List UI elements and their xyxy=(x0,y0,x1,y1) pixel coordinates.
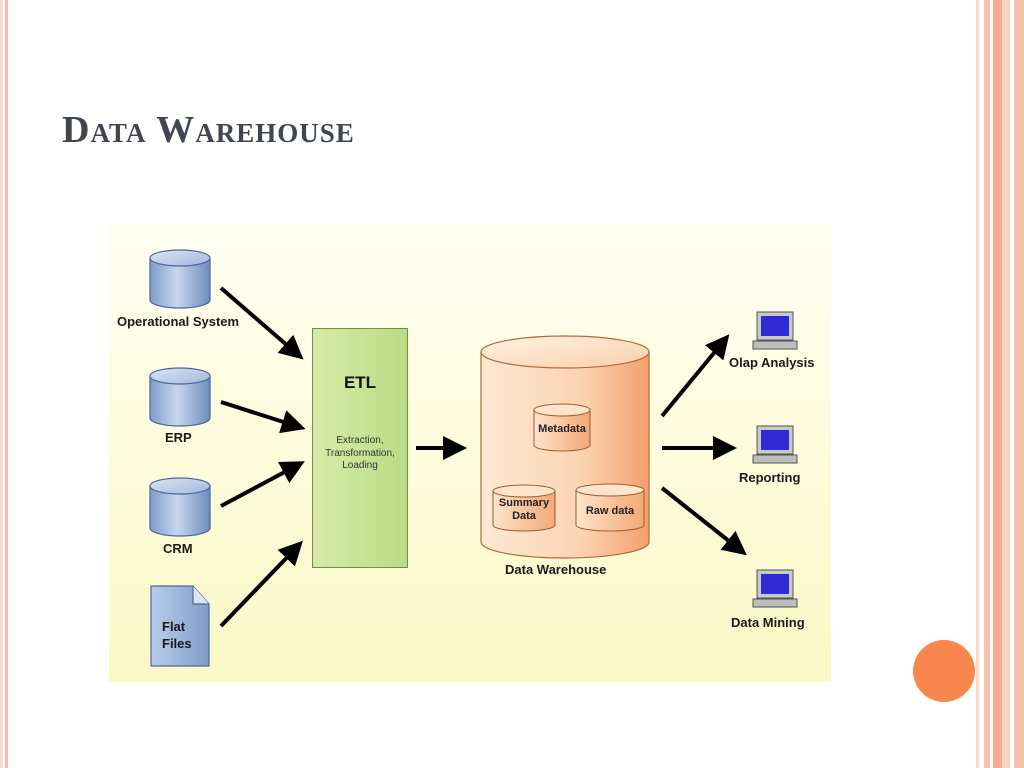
warehouse-label: Data Warehouse xyxy=(505,562,607,577)
metadata-label: Metadata xyxy=(538,423,586,435)
output-arrows xyxy=(660,334,747,556)
etl-line-transformation: Transformation, xyxy=(325,447,395,459)
raw-data-label: Raw data xyxy=(585,505,635,517)
etl-line-loading: Loading xyxy=(342,460,378,471)
diagram-graphics xyxy=(149,249,798,667)
computer-icon xyxy=(752,311,798,350)
database-icon xyxy=(149,477,211,537)
raw-data-cylinder xyxy=(575,483,645,532)
output-label-olap-analysis: Olap Analysis xyxy=(729,355,815,370)
data-warehouse-diagram: Operational System ERP CRM Flat Files ET… xyxy=(109,224,831,682)
slide-title: Data Warehouse xyxy=(62,109,355,151)
metadata-cylinder xyxy=(533,403,591,452)
document-icon xyxy=(150,585,210,667)
source-label-crm: CRM xyxy=(163,541,193,556)
database-icon xyxy=(149,249,211,309)
etl-description: Extraction, Transformation, Loading xyxy=(313,435,407,473)
summary-data-label: Summary Data xyxy=(498,497,550,522)
database-icon xyxy=(149,367,211,427)
etl-box: ETL Extraction, Transformation, Loading xyxy=(312,328,408,568)
computer-icon xyxy=(752,425,798,464)
decorative-orange-circle xyxy=(913,640,975,702)
summary-data-cylinder xyxy=(492,484,556,532)
computer-icon xyxy=(752,569,798,608)
source-label-operational-system: Operational System xyxy=(117,314,240,329)
output-label-reporting: Reporting xyxy=(739,470,801,485)
etl-title: ETL xyxy=(343,373,377,392)
source-label-flat-files: Flat Files xyxy=(162,619,192,651)
source-label-erp: ERP xyxy=(165,430,192,445)
etl-line-extraction: Extraction, xyxy=(336,435,384,446)
right-border-decoration xyxy=(976,0,1024,768)
output-label-data-mining: Data Mining xyxy=(731,615,805,630)
left-border-decoration xyxy=(0,0,8,768)
source-arrows xyxy=(219,286,306,628)
